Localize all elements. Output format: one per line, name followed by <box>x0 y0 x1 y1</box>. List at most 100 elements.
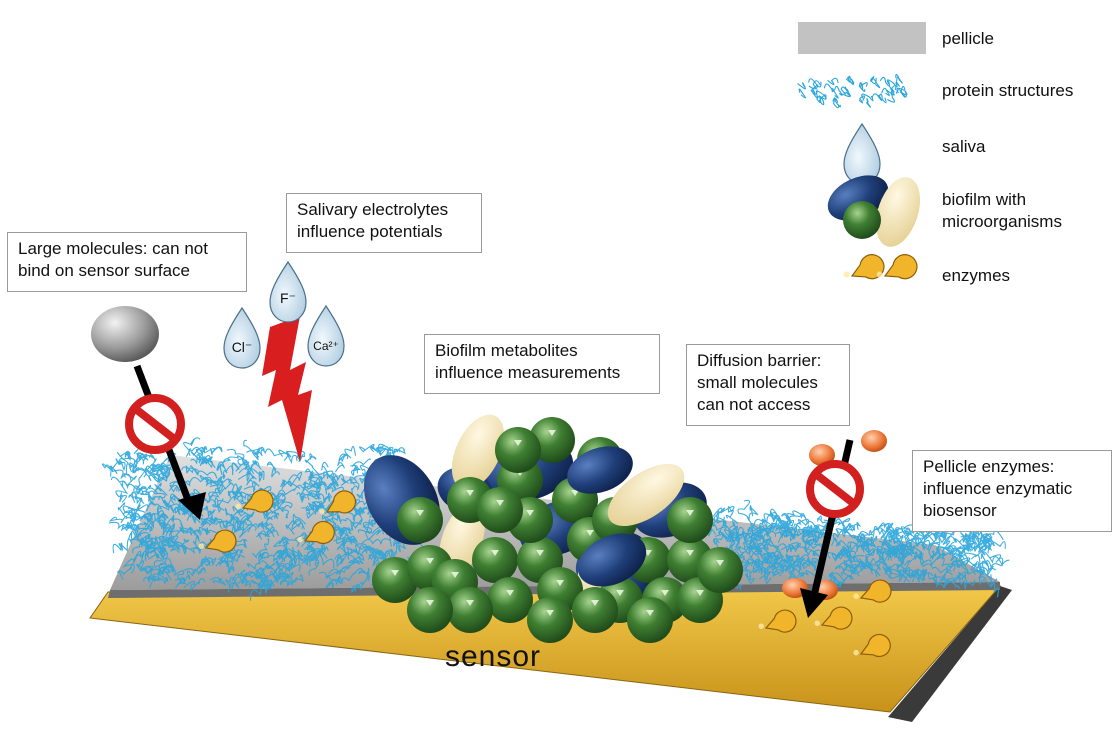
protein-strand <box>808 78 822 88</box>
protein-strand <box>928 542 941 561</box>
protein-strand <box>858 562 881 578</box>
protein-strand <box>304 453 317 468</box>
biofilm-green-organism <box>372 557 418 603</box>
protein-strand <box>101 460 122 472</box>
protein-strand <box>881 87 890 96</box>
protein-strand <box>303 482 328 495</box>
protein-strand <box>350 464 362 476</box>
protein-strand <box>750 518 782 531</box>
protein-strand <box>115 458 129 472</box>
protein-strand <box>276 484 311 501</box>
protein-strand <box>219 514 251 530</box>
enzyme-icon <box>876 254 918 280</box>
protein-strand <box>356 506 368 516</box>
highlight <box>416 510 424 516</box>
protein-strand <box>291 518 305 531</box>
protein-strand <box>878 93 887 104</box>
small-molecule-group <box>782 430 887 618</box>
protein-strand <box>296 485 320 501</box>
protein-strand <box>357 522 376 534</box>
protein-strand <box>143 470 159 482</box>
highlight <box>591 600 599 606</box>
protein-strand <box>864 551 875 568</box>
biofilm-blue-organism <box>567 446 633 494</box>
legend-enzymes-swatch <box>843 254 918 280</box>
protein-strand <box>216 464 228 489</box>
protein-strand <box>751 560 767 575</box>
sensor-side-face <box>888 586 1012 722</box>
protein-strand <box>859 558 875 572</box>
protein-strand <box>225 576 243 593</box>
protein-strand <box>348 556 362 567</box>
protein-strand <box>916 533 948 546</box>
protein-strand <box>958 571 967 581</box>
protein-strand <box>900 551 913 563</box>
protein-strand <box>358 567 370 581</box>
protein-strand <box>272 547 289 561</box>
protein-strand <box>144 519 173 534</box>
fluoride-label: F⁻ <box>280 290 296 306</box>
protein-strand <box>149 509 166 522</box>
protein-strand <box>834 85 843 96</box>
protein-strand <box>143 562 164 582</box>
protein-strand <box>783 555 804 566</box>
protein-strand <box>875 560 892 575</box>
protein-strand <box>188 446 208 457</box>
enzyme-icon <box>853 633 891 658</box>
enzyme-icon <box>758 609 797 633</box>
protein-strand <box>981 551 1004 567</box>
callout-diffusion-barrier: Diffusion barrier: small molecules can n… <box>686 344 850 426</box>
callout-salivary-electrolytes: Salivary electrolytes influence potentia… <box>286 193 482 253</box>
protein-strand <box>340 478 360 494</box>
protein-strand <box>234 539 248 549</box>
protein-strand <box>786 510 810 526</box>
protein-strand <box>351 458 371 474</box>
protein-strand <box>858 82 864 91</box>
protein-strand <box>125 462 137 475</box>
protein-strand <box>309 474 329 489</box>
protein-strand <box>297 554 316 567</box>
protein-strand <box>200 517 218 528</box>
callout-biofilm-metabolites: Biofilm metabolites influence measuremen… <box>424 334 660 394</box>
protein-strand <box>347 554 365 565</box>
protein-strand <box>898 552 911 565</box>
protein-strand <box>832 528 850 541</box>
protein-strand <box>774 531 799 542</box>
biofilm-green-organism <box>472 537 518 583</box>
protein-strand <box>754 556 769 569</box>
protein-strand <box>149 574 169 589</box>
protein-strand <box>869 75 877 85</box>
protein-strand <box>896 87 908 96</box>
legend-biofilm-cream <box>875 177 921 247</box>
protein-strand <box>304 544 317 562</box>
protein-strand <box>171 569 185 584</box>
legend-label-protein: protein structures <box>942 81 1074 100</box>
protein-strand <box>835 516 851 534</box>
protein-strand <box>911 569 927 583</box>
enzyme-icon <box>235 489 274 513</box>
highlight <box>686 510 694 516</box>
highlight <box>391 570 399 576</box>
protein-strand <box>120 473 137 494</box>
protein-strand <box>941 571 960 589</box>
calcium-label: Ca²⁺ <box>313 339 339 353</box>
protein-strand <box>873 522 894 535</box>
protein-strand <box>144 454 157 478</box>
legend-protein-swatch <box>797 73 908 109</box>
protein-strand <box>827 77 839 86</box>
highlight <box>426 558 434 564</box>
protein-strand <box>764 569 785 585</box>
protein-strand <box>920 554 956 572</box>
protein-strand <box>308 559 320 576</box>
protein-strand <box>158 530 174 547</box>
protein-strand <box>721 528 735 543</box>
protein-strand <box>272 540 293 562</box>
protein-strand <box>737 499 750 521</box>
protein-strand <box>232 499 250 517</box>
biofilm-green-organism <box>397 497 443 543</box>
protein-strand <box>831 537 841 547</box>
protein-strand <box>110 476 141 491</box>
protein-strand <box>771 559 791 577</box>
protein-strand <box>887 91 896 103</box>
protein-strand <box>817 523 832 540</box>
